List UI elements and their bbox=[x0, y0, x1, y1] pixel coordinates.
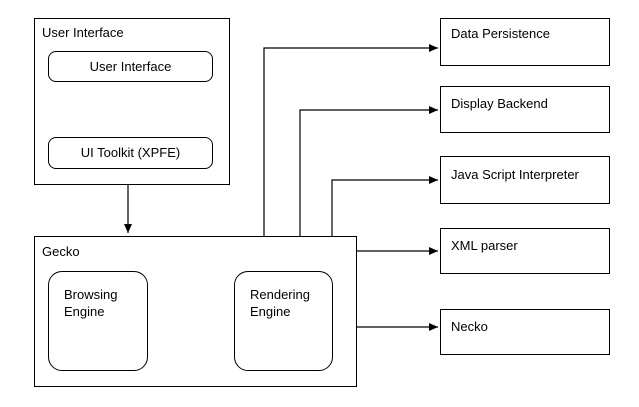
xml-parser-box: XML parser bbox=[440, 228, 610, 274]
arrow-gecko-to-js bbox=[331, 176, 438, 236]
data-persistence-box: Data Persistence bbox=[440, 18, 610, 66]
arrow-gecko-to-display bbox=[299, 106, 438, 236]
data-persistence-label: Data Persistence bbox=[451, 26, 550, 41]
browsing-engine-line1: Browsing bbox=[64, 287, 118, 302]
display-backend-box: Display Backend bbox=[440, 86, 610, 133]
ui-toolkit-box-label: UI Toolkit (XPFE) bbox=[80, 145, 181, 160]
browsing-engine-box: Browsing Engine bbox=[48, 271, 148, 371]
js-interpreter-label: Java Script Interpreter bbox=[451, 167, 579, 182]
rendering-engine-line2: Engine bbox=[250, 304, 291, 319]
user-interface-box-label: User Interface bbox=[89, 58, 172, 74]
js-interpreter-box: Java Script Interpreter bbox=[440, 156, 610, 204]
necko-box: Necko bbox=[440, 309, 610, 355]
display-backend-label: Display Backend bbox=[451, 96, 548, 111]
xml-parser-label: XML parser bbox=[451, 238, 518, 253]
arrow-gecko-to-persistence bbox=[263, 44, 438, 236]
user-interface-box: User Interface bbox=[48, 51, 213, 82]
user-interface-group-title: User Interface bbox=[42, 25, 124, 40]
rendering-engine-line1: Rendering bbox=[250, 287, 310, 302]
rendering-engine-box: Rendering Engine bbox=[234, 271, 333, 371]
necko-label: Necko bbox=[451, 319, 488, 334]
ui-toolkit-box: UI Toolkit (XPFE) bbox=[48, 137, 213, 169]
gecko-group-title: Gecko bbox=[42, 244, 80, 259]
browsing-engine-line2: Engine bbox=[64, 304, 105, 319]
